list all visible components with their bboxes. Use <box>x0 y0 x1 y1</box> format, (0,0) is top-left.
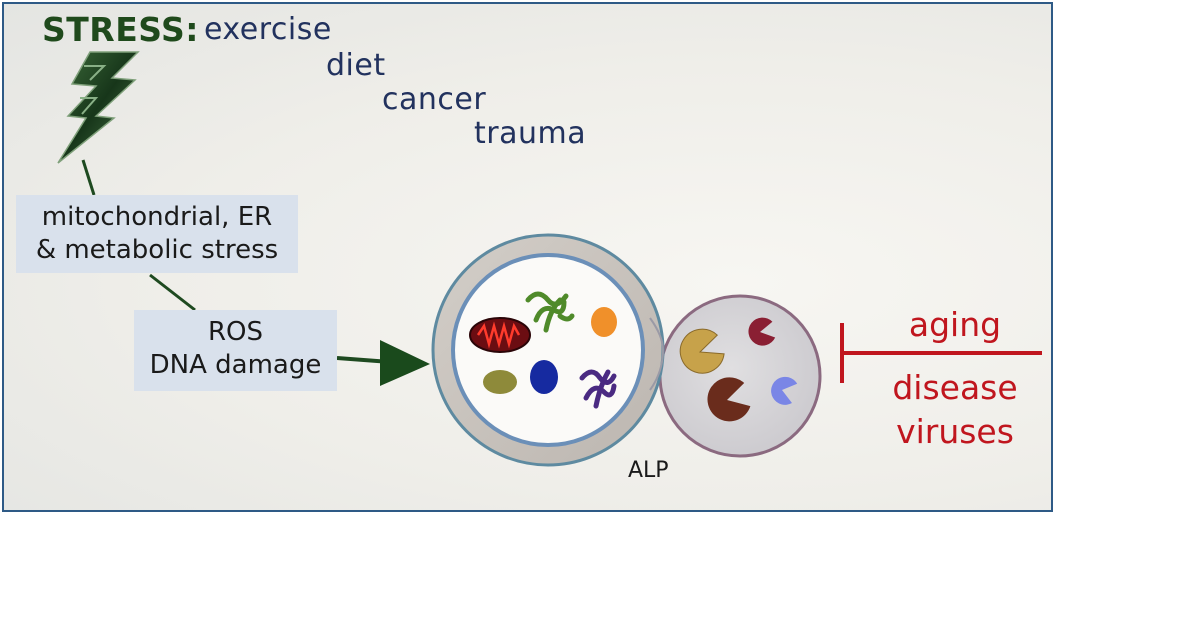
connector-bolt-to-box1 <box>81 159 96 196</box>
inhibition-symbol <box>840 323 1042 383</box>
inhibitor-aging: aging <box>908 305 1002 344</box>
damage-box: ROS DNA damage <box>134 310 337 391</box>
damage-line: ROS <box>207 317 264 347</box>
autophagosome <box>431 233 665 467</box>
lipid-droplet-icon <box>483 370 517 394</box>
enzyme-icon <box>707 377 751 422</box>
stress-title: STRESS: <box>42 10 199 49</box>
enzyme-icon <box>771 376 798 405</box>
cause-cancer: cancer <box>382 82 487 117</box>
alp-label: ALP <box>628 458 669 483</box>
enzyme-icon <box>748 317 776 346</box>
stress-type-box: mitochondrial, ER & metabolic stress <box>16 195 298 273</box>
enzyme-icon <box>679 328 725 374</box>
organelle-icon <box>530 360 558 394</box>
stress-type-line: mitochondrial, ER <box>41 202 273 232</box>
mitochondrion-icon <box>469 317 531 353</box>
damage-line: DNA damage <box>149 349 322 380</box>
arrow-to-autolysosome <box>336 340 430 386</box>
inhibitor-viruses: viruses <box>896 412 1014 451</box>
cause-exercise: exercise <box>204 12 332 47</box>
protein-aggregate-icon <box>579 369 617 409</box>
lysosome <box>658 294 822 458</box>
cause-trauma: trauma <box>474 116 587 151</box>
cause-diet: diet <box>326 48 386 83</box>
stress-type-line: & metabolic stress <box>35 234 279 265</box>
lightning-bolt-icon <box>57 51 140 164</box>
protein-aggregate-icon <box>525 291 575 333</box>
vesicle-icon <box>591 307 617 337</box>
inhibitor-disease: disease <box>892 368 1018 407</box>
connector-box1-to-box2 <box>149 273 196 312</box>
